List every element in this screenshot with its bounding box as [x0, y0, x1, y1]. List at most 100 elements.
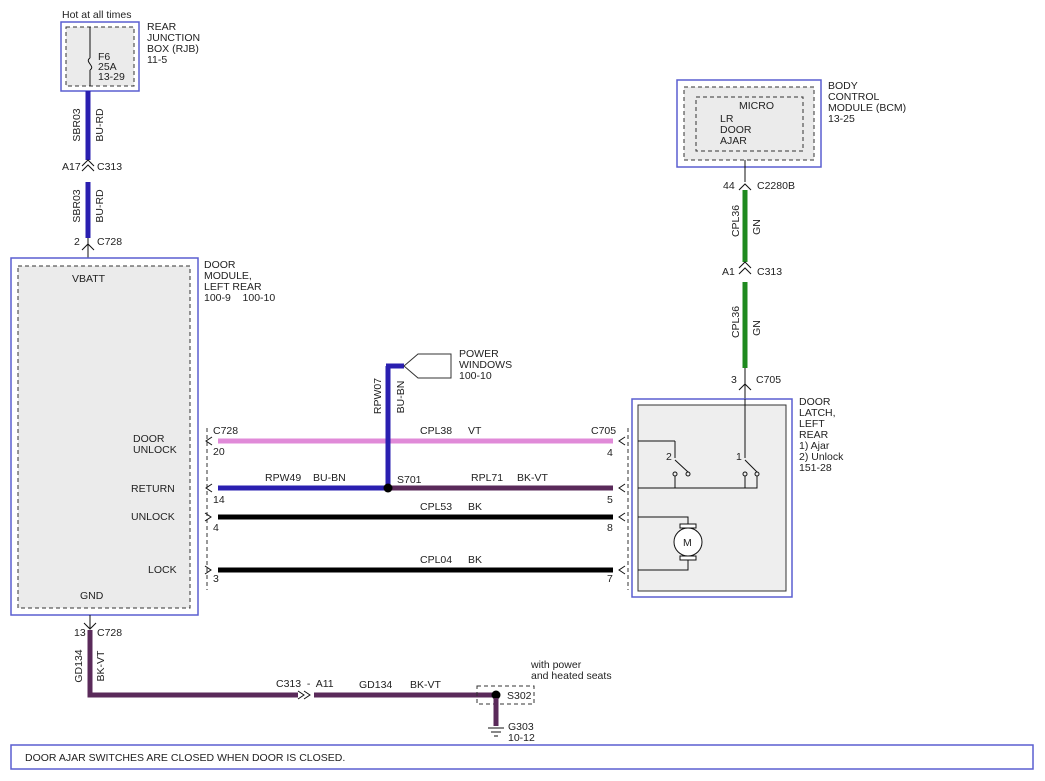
power-windows-line-1: POWER	[459, 348, 499, 360]
c705-pin3-connector: C705	[756, 374, 781, 386]
rjb-name-2: JUNCTION	[147, 32, 200, 44]
cpl36-upper-color: GN	[751, 219, 763, 235]
rjb-internal-border	[65, 26, 135, 87]
rjb-name-3: BOX (RJB)	[147, 43, 199, 55]
sbr03-lower-color: BU-RD	[94, 189, 106, 223]
c313-bottom-left-icon	[297, 690, 305, 700]
power-windows-tag-icon	[403, 353, 452, 379]
switch1-label: 1	[736, 451, 742, 463]
wire-gd134-left	[87, 630, 298, 698]
cpl38-color: VT	[468, 425, 482, 437]
fuse-f6-icon	[87, 57, 93, 71]
g303-ref: 10-12	[508, 732, 535, 744]
cpl04-right-connector-icon	[618, 565, 626, 575]
c313-bottom-right-icon	[303, 690, 311, 700]
rpl71-circuit: RPL71	[471, 472, 503, 484]
motor-lead-bottom	[638, 560, 689, 571]
door-latch-outline	[631, 398, 793, 598]
c2280b-pin: 44	[723, 180, 735, 192]
c728-gnd-connector: C728	[97, 627, 122, 639]
cpl53-circuit: CPL53	[420, 501, 452, 513]
return-right-connector-icon	[618, 483, 626, 493]
s302-label: S302	[507, 690, 532, 702]
cpl36-lower-color: GN	[751, 320, 763, 336]
c728-gnd-connector-icon	[83, 622, 97, 630]
door-module-name-1: DOOR	[204, 259, 236, 271]
fuse-id: F6	[98, 51, 110, 63]
door-latch-ref: 151-28	[799, 462, 832, 474]
c705-pin3-pin: 3	[731, 374, 737, 386]
cpl04-color: BK	[468, 554, 482, 566]
cpl04-left-pin: 3	[213, 573, 219, 585]
unlock-label: UNLOCK	[131, 511, 175, 523]
cpl38-right-connector-icon	[618, 436, 626, 446]
hot-at-all-times-label: Hot at all times	[62, 9, 131, 21]
door-latch-note-2: 2) Unlock	[799, 451, 844, 463]
door-module-vbatt-label: VBATT	[72, 273, 106, 285]
switch2-pivot-icon	[672, 471, 678, 477]
door-latch-name-2: LATCH,	[799, 407, 836, 419]
rpw49-color: BU-BN	[313, 472, 346, 484]
fuse-ref: 13-29	[98, 71, 125, 83]
cpl53-left-pin: 4	[213, 522, 219, 534]
door-module-gnd-label: GND	[80, 590, 104, 602]
door-latch-body	[637, 404, 787, 592]
return-left-pin: 14	[213, 494, 225, 506]
bcm-micro-label: MICRO	[739, 100, 774, 112]
power-windows-line-2: WINDOWS	[459, 359, 512, 371]
cpl53-color: BK	[468, 501, 482, 513]
bcm-ref: 13-25	[828, 113, 855, 125]
s701-label: S701	[397, 474, 422, 486]
rpw49-circuit: RPW49	[265, 472, 301, 484]
c313-upper-connector-icon	[81, 159, 95, 167]
cpl38-left-connector: C728	[213, 425, 238, 437]
bcm-name-3: MODULE (BCM)	[828, 102, 906, 114]
sbr03-upper-color: BU-RD	[94, 108, 106, 142]
c313-right-connector: C313	[757, 266, 782, 278]
bcm-lr-line-1: LR	[720, 113, 734, 125]
bcm-body	[684, 87, 814, 160]
bcm-micro-border	[695, 96, 804, 152]
gd134-vertical-color: BK-VT	[95, 650, 107, 682]
switch2-blade-icon	[674, 459, 689, 473]
gd134-vertical-circuit: GD134	[73, 649, 85, 682]
lock-label: LOCK	[148, 564, 177, 576]
cpl38-left-pin: 20	[213, 446, 225, 458]
g303-label: G303	[508, 721, 534, 733]
c2280b-connector: C2280B	[757, 180, 795, 192]
switch1-blade-icon	[744, 459, 758, 473]
door-unlock-label-1: DOOR	[133, 433, 165, 445]
cpl38-circuit: CPL38	[420, 425, 452, 437]
c313-right-pin: A1	[722, 266, 735, 278]
gd134-horizontal-color: BK-VT	[410, 679, 442, 691]
c728-gnd-pin: 13	[74, 627, 86, 639]
door-latch-name-1: DOOR	[799, 396, 831, 408]
motor-lead-top	[638, 516, 689, 524]
bcm-name-1: BODY	[828, 80, 858, 92]
cpl36-lower-circuit: CPL36	[730, 306, 742, 338]
c313-right-upper-icon	[738, 261, 752, 269]
c313-lower-connector-icon	[81, 164, 95, 172]
door-module-name-3: LEFT REAR	[204, 281, 262, 293]
cpl38-right-pin: 4	[607, 447, 613, 459]
cpl04-circuit: CPL04	[420, 554, 452, 566]
c728-vbatt-pin: 2	[74, 236, 80, 248]
s302-option-box	[476, 685, 535, 705]
c313-top-connector: C313	[97, 161, 122, 173]
door-module-body	[18, 266, 190, 608]
gd134-horizontal-circuit: GD134	[359, 679, 392, 691]
s701-splice-dot	[383, 483, 393, 493]
power-windows-ref: 100-10	[459, 370, 492, 382]
motor-brush-top-icon	[679, 523, 697, 529]
fuse-rating: 25A	[98, 61, 117, 73]
footer-note: DOOR AJAR SWITCHES ARE CLOSED WHEN DOOR …	[25, 752, 345, 764]
door-latch-name-3: LEFT	[799, 418, 825, 430]
bcm-outline	[676, 79, 822, 168]
c313-top-pin: A17	[62, 161, 81, 173]
bcm-name-2: CONTROL	[828, 91, 879, 103]
cpl38-right-connector: C705	[591, 425, 616, 437]
door-module-outline	[10, 257, 199, 616]
latch-return-bus	[638, 476, 758, 489]
c313-bottom-label: C313 - A11	[276, 678, 334, 690]
